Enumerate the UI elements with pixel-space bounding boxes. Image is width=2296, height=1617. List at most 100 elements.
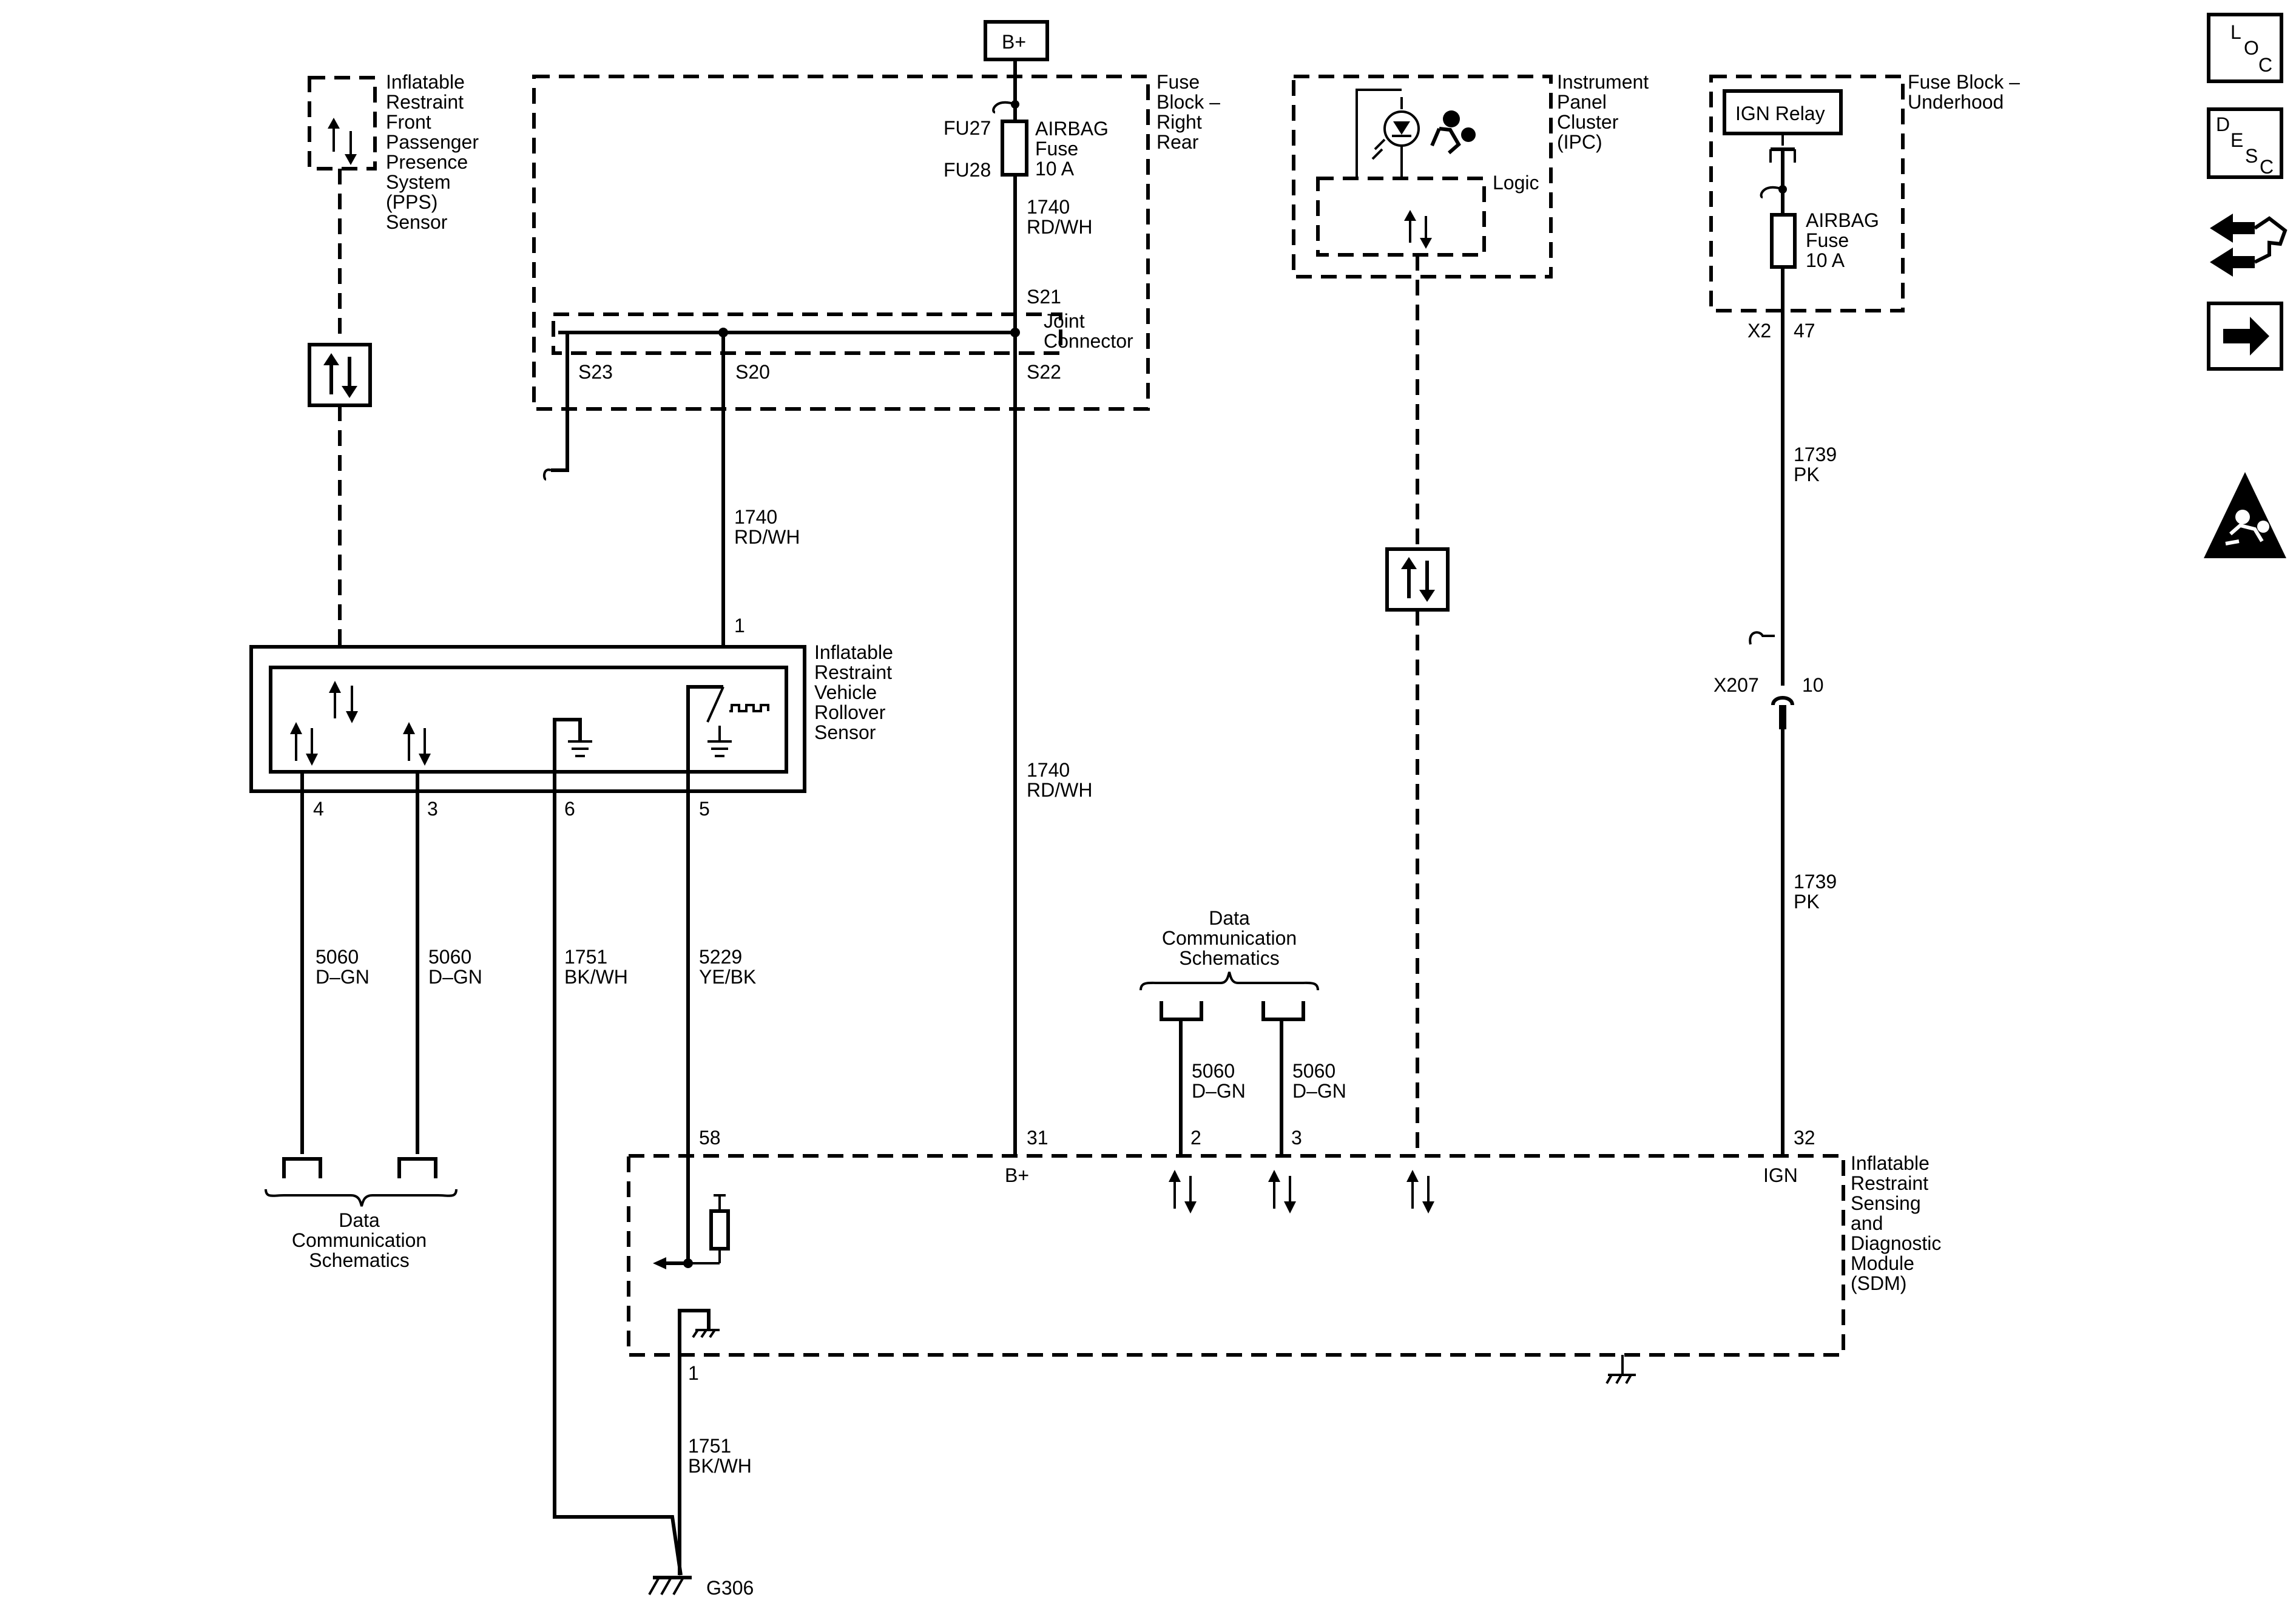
desc-button[interactable]: D E S C — [2207, 107, 2283, 179]
svg-text:Rear: Rear — [1156, 131, 1199, 153]
svg-text:S: S — [2245, 145, 2258, 167]
svg-text:System: System — [386, 171, 451, 193]
svg-text:Instrument: Instrument — [1557, 71, 1649, 93]
svg-text:10: 10 — [1802, 674, 1824, 696]
svg-text:1: 1 — [734, 615, 745, 636]
s23-wire-stub — [551, 333, 569, 472]
svg-text:Cluster: Cluster — [1557, 111, 1619, 133]
svg-text:1: 1 — [688, 1362, 699, 1384]
svg-text:X207: X207 — [1714, 674, 1759, 696]
svg-text:and: and — [1851, 1212, 1883, 1234]
svg-text:S21: S21 — [1027, 286, 1061, 308]
svg-text:3: 3 — [427, 798, 438, 820]
svg-text:Restraint: Restraint — [814, 661, 892, 683]
pps-label: Inflatable — [386, 71, 465, 93]
svg-text:Passenger: Passenger — [386, 131, 479, 153]
connector-end-view-icon[interactable] — [2210, 214, 2288, 277]
next-arrow-icon[interactable] — [2207, 302, 2283, 371]
svg-text:IGN: IGN — [1763, 1164, 1798, 1186]
bidirectional-arrows-icon — [1406, 1170, 1434, 1214]
svg-text:Fuse Block –: Fuse Block – — [1908, 71, 2020, 93]
svg-text:C: C — [2260, 156, 2274, 178]
svg-text:5060: 5060 — [1292, 1060, 1335, 1082]
svg-text:RD/WH: RD/WH — [1027, 779, 1092, 801]
svg-text:BK/WH: BK/WH — [564, 966, 628, 988]
svg-text:1740: 1740 — [1027, 759, 1070, 781]
svg-text:Restraint: Restraint — [386, 91, 464, 113]
svg-text:O: O — [2244, 37, 2259, 59]
svg-text:Block –: Block – — [1156, 91, 1220, 113]
svg-text:RD/WH: RD/WH — [1027, 216, 1092, 238]
bidirectional-arrows-icon — [1169, 1170, 1197, 1214]
svg-text:PK: PK — [1794, 464, 1820, 485]
data-communication-schematics-left: Data Communication Schematics — [265, 1157, 458, 1271]
svg-text:FU27: FU27 — [944, 117, 991, 139]
instrument-panel-cluster: Logic Instrument Panel Cluster (IPC) — [1292, 71, 1649, 279]
svg-text:Diagnostic: Diagnostic — [1851, 1232, 1941, 1254]
svg-text:Right: Right — [1156, 111, 1202, 133]
airbag-fuse-fu27-fu28: FU27 FU28 AIRBAG Fuse 10 A — [944, 100, 1109, 181]
svg-text:31: 31 — [1027, 1127, 1048, 1149]
svg-text:1739: 1739 — [1794, 444, 1837, 465]
svg-text:PK: PK — [1794, 891, 1820, 913]
svg-text:3: 3 — [1291, 1127, 1302, 1149]
svg-text:5060: 5060 — [316, 946, 359, 968]
svg-text:Communication: Communication — [1162, 927, 1297, 949]
svg-text:Fuse: Fuse — [1156, 71, 1200, 93]
svg-text:5060: 5060 — [1192, 1060, 1235, 1082]
svg-text:58: 58 — [699, 1127, 721, 1149]
svg-text:Sensor: Sensor — [386, 211, 448, 233]
svg-text:G306: G306 — [706, 1577, 754, 1599]
svg-text:1751: 1751 — [564, 946, 607, 968]
svg-text:S23: S23 — [578, 361, 613, 383]
bidirectional-arrows-icon — [1404, 210, 1432, 249]
airbag-person-icon — [1430, 110, 1476, 155]
svg-text:D: D — [2216, 113, 2230, 135]
svg-text:Inflatable: Inflatable — [814, 641, 893, 663]
x207-inline-connector: X207 10 — [1714, 631, 1824, 729]
svg-text:L: L — [2230, 21, 2241, 43]
data-communication-schematics-mid: Data Communication Schematics — [1140, 907, 1319, 1021]
svg-text:Logic: Logic — [1493, 172, 1539, 194]
airbag-warning-icon — [2204, 472, 2286, 558]
bidirectional-arrows-icon — [329, 681, 358, 723]
b-plus-terminal: B+ — [984, 20, 1049, 61]
svg-text:Schematics: Schematics — [1179, 947, 1279, 969]
svg-text:Schematics: Schematics — [309, 1249, 409, 1271]
airbag-indicator-lamp-icon — [1371, 97, 1420, 178]
svg-text:AIRBAG: AIRBAG — [1035, 118, 1109, 140]
serial-data-box-icon — [308, 343, 372, 407]
svg-text:Inflatable: Inflatable — [1851, 1152, 1930, 1174]
loc-button[interactable]: L O C — [2207, 13, 2283, 83]
wire-1751-rollover-ground — [553, 801, 683, 1576]
svg-text:Vehicle: Vehicle — [814, 681, 877, 703]
svg-text:(SDM): (SDM) — [1851, 1272, 1906, 1294]
svg-text:Restraint: Restraint — [1851, 1172, 1928, 1194]
svg-text:1751: 1751 — [688, 1435, 731, 1457]
bidirectional-arrows-icon — [328, 118, 357, 165]
fuse-block-right-rear — [532, 75, 1150, 411]
svg-text:Sensing: Sensing — [1851, 1192, 1921, 1214]
svg-text:C: C — [2258, 54, 2272, 76]
svg-text:D–GN: D–GN — [1192, 1080, 1246, 1102]
svg-text:X2: X2 — [1747, 320, 1771, 342]
bidirectional-arrows-icon — [290, 722, 318, 766]
svg-text:D–GN: D–GN — [316, 966, 370, 988]
svg-text:Joint: Joint — [1044, 310, 1085, 332]
svg-text:B+: B+ — [1002, 31, 1026, 53]
svg-text:D–GN: D–GN — [428, 966, 482, 988]
bidirectional-arrows-icon — [1268, 1170, 1296, 1214]
svg-text:5: 5 — [699, 798, 710, 820]
svg-text:(IPC): (IPC) — [1557, 131, 1602, 153]
svg-text:5229: 5229 — [699, 946, 742, 968]
svg-text:Fuse: Fuse — [1806, 229, 1849, 251]
svg-text:10 A: 10 A — [1806, 249, 1845, 271]
svg-text:B+: B+ — [1005, 1164, 1029, 1186]
svg-text:Presence: Presence — [386, 151, 468, 173]
svg-text:Connector: Connector — [1044, 330, 1133, 352]
svg-text:Underhood: Underhood — [1908, 91, 2004, 113]
svg-text:4: 4 — [313, 798, 324, 820]
bidirectional-arrows-icon — [403, 722, 431, 766]
svg-text:Communication: Communication — [292, 1229, 427, 1251]
